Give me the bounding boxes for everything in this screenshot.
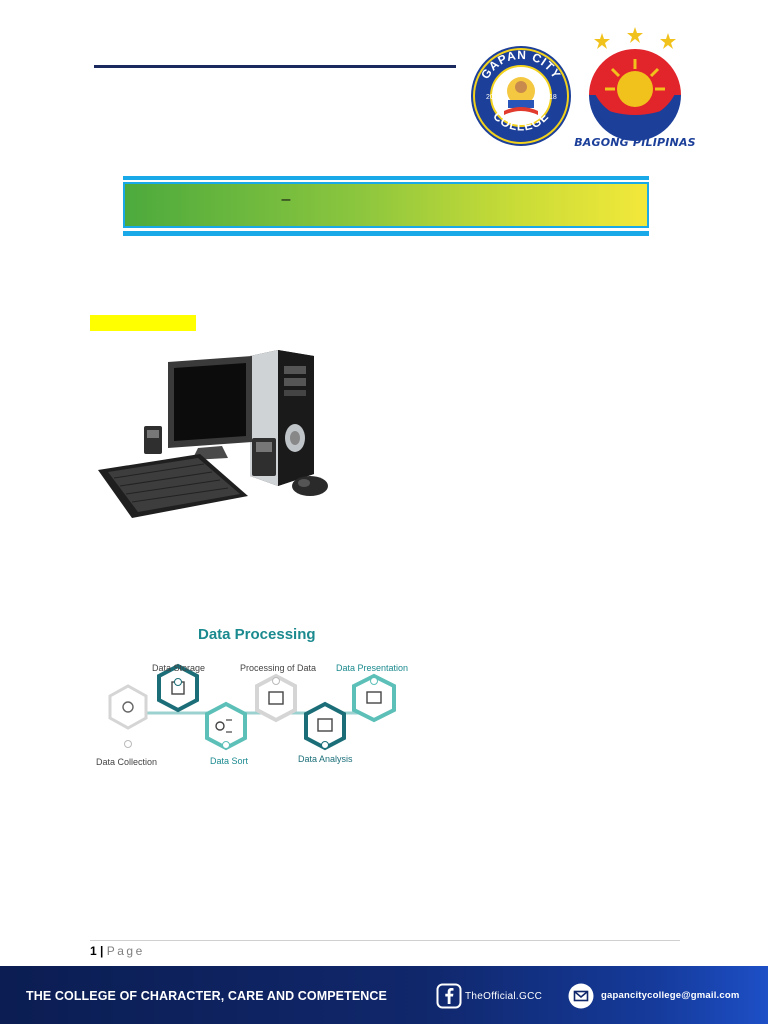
- step-label-processing: Processing of Data: [240, 663, 316, 673]
- highlighted-heading: [90, 315, 196, 331]
- diagram-step-analysis: Data Analysis: [298, 701, 353, 764]
- diagram-step-sort: Data Sort: [205, 701, 249, 766]
- step-label-storage: Data Storage: [152, 663, 205, 673]
- seal-year-right: 18: [549, 94, 557, 101]
- email-icon: [568, 983, 594, 1009]
- diagram-title: Data Processing: [198, 626, 316, 643]
- footer-bar: [0, 966, 768, 1024]
- step-label-analysis: Data Analysis: [298, 754, 353, 764]
- email-address[interactable]: gapancitycollege@gmail.com: [601, 990, 740, 1001]
- desktop-computer-image: [98, 350, 328, 518]
- page-separator: |: [100, 944, 104, 958]
- header-rule: [94, 65, 456, 68]
- step-label-collection: Data Collection: [96, 757, 157, 767]
- facebook-icon: [436, 983, 462, 1009]
- college-seal-logo: GAPAN CITY COLLEGE 20 18: [471, 46, 571, 146]
- banner-top-rule: [123, 176, 649, 180]
- facebook-handle[interactable]: TheOfficial.GCC: [465, 991, 543, 1002]
- bagong-pilipinas-logo: [589, 27, 681, 141]
- title-banner: [123, 182, 649, 228]
- diagram-step-collection: Data Collection: [96, 684, 157, 767]
- page-number-line: 1 | Page: [90, 944, 145, 958]
- page-word: Page: [106, 944, 145, 958]
- college-motto: THE COLLEGE OF CHARACTER, CARE AND COMPE…: [26, 989, 387, 1003]
- step-label-sort: Data Sort: [210, 756, 249, 766]
- diagram-step-storage: Data Storage: [152, 663, 205, 713]
- banner-text: –: [281, 191, 291, 208]
- step-label-presentation: Data Presentation: [336, 663, 408, 673]
- diagram-step-presentation: Data Presentation: [336, 663, 408, 723]
- banner-bottom-rule: [123, 231, 649, 236]
- diagram-step-processing: Processing of Data: [240, 663, 316, 723]
- seal-year-left: 20: [486, 94, 494, 101]
- page-number: 1: [90, 944, 97, 958]
- data-processing-diagram: Data Processing Data Collection Data Sto…: [96, 626, 408, 767]
- bagong-pilipinas-label: BAGONG PILIPINAS: [574, 136, 696, 149]
- footer-rule: [90, 940, 680, 941]
